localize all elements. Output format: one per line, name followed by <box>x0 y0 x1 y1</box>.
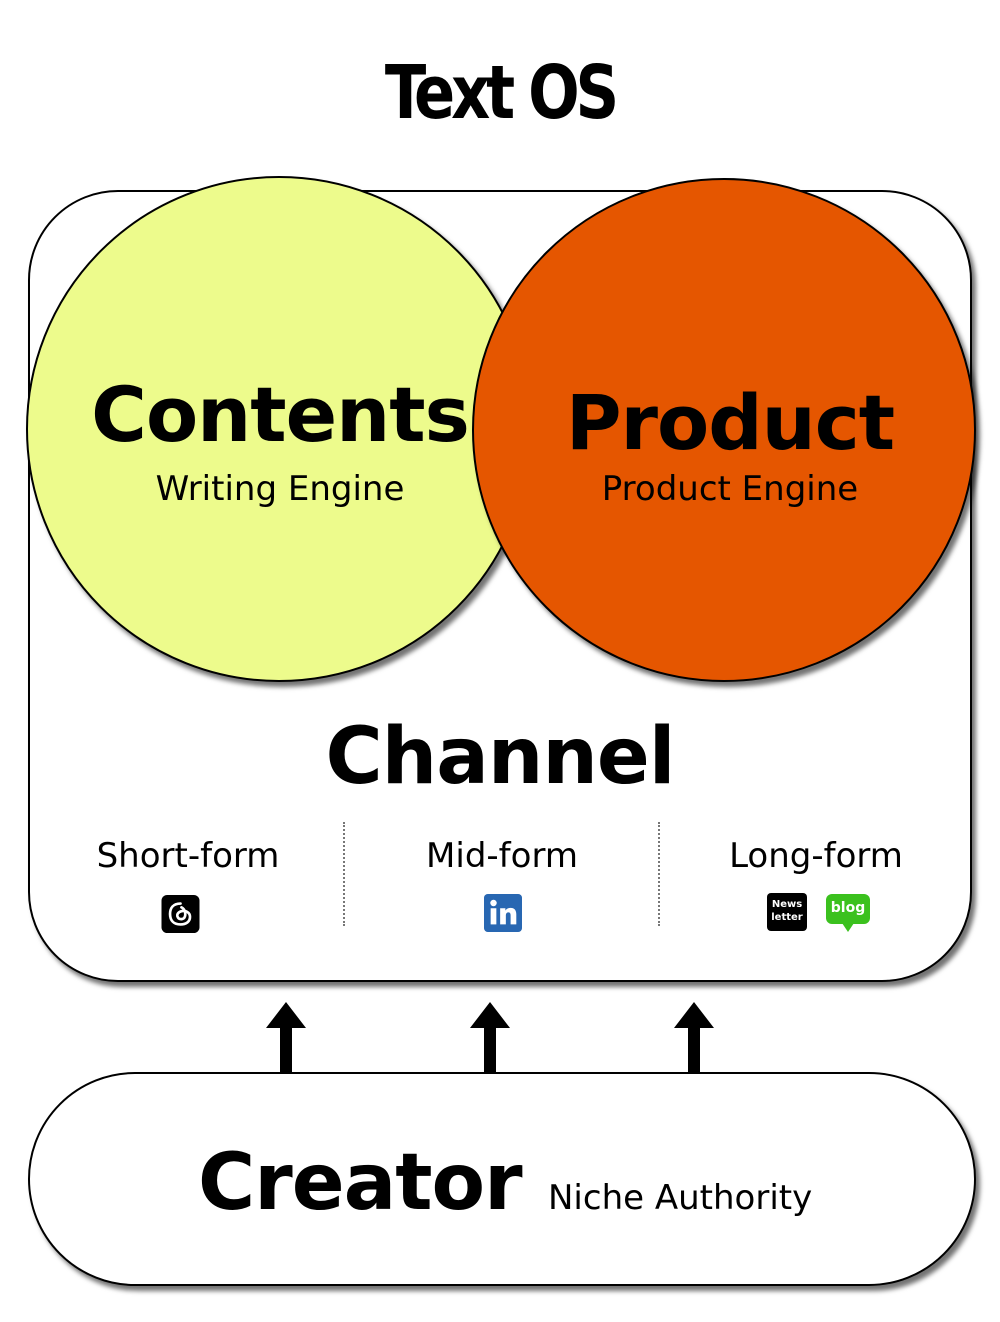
creator-subtitle: Niche Authority <box>548 1178 813 1218</box>
newsletter-icon-text-2: letter <box>771 912 803 923</box>
creator-title: Creator <box>198 1138 523 1228</box>
product-circle <box>472 178 976 682</box>
product-title: Product <box>565 378 895 467</box>
short-form-label: Short-form <box>96 836 280 876</box>
contents-subtitle: Writing Engine <box>155 469 405 509</box>
diagram-title: Text OS <box>384 50 619 136</box>
linkedin-icon <box>484 894 522 932</box>
up-arrow-icon <box>266 1002 306 1074</box>
up-arrow-icon <box>470 1002 510 1074</box>
newsletter-icon: News letter <box>767 893 807 931</box>
blog-icon: blog <box>826 894 870 936</box>
threads-icon <box>161 895 200 933</box>
mid-form-label: Mid-form <box>426 836 578 876</box>
long-form-label: Long-form <box>729 836 903 876</box>
channel-divider <box>658 822 660 926</box>
contents-title: Contents <box>91 370 470 459</box>
channel-title: Channel <box>325 712 675 802</box>
contents-circle <box>26 176 532 682</box>
up-arrow-icon <box>674 1002 714 1074</box>
channel-divider <box>343 822 345 926</box>
newsletter-icon-text-1: News <box>771 899 803 910</box>
product-subtitle: Product Engine <box>601 469 859 509</box>
creator-container <box>28 1072 976 1286</box>
blog-icon-text: blog <box>826 894 870 924</box>
blog-icon-tail <box>842 923 854 932</box>
